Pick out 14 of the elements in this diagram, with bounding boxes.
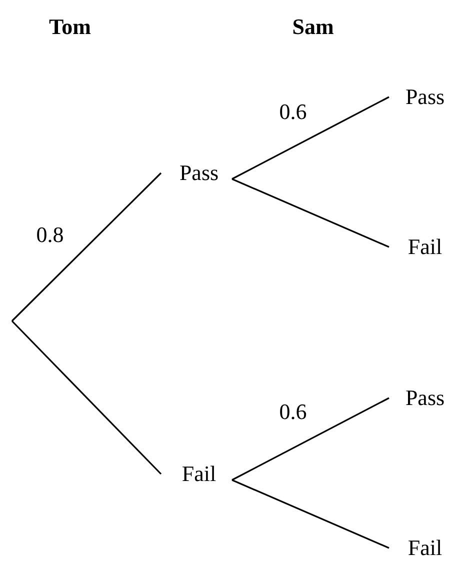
outcome-label: Fail <box>392 533 458 563</box>
branch-line <box>232 178 390 248</box>
column-heading: Sam <box>292 14 334 40</box>
branch-line <box>232 479 390 549</box>
outcome-label: Fail <box>392 232 458 262</box>
branch-line <box>232 397 390 481</box>
outcome-label: Pass <box>392 383 458 413</box>
outcome-label: Fail <box>164 459 234 489</box>
outcome-label: Pass <box>392 82 458 112</box>
branch-line <box>11 320 162 475</box>
outcome-label: Pass <box>164 158 234 188</box>
column-heading: Tom <box>49 14 91 40</box>
branch-line <box>232 96 390 180</box>
branch-line <box>11 172 162 322</box>
